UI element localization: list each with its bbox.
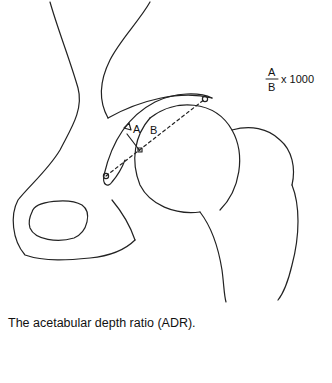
point-label: B	[150, 125, 157, 136]
endpoint-marker	[103, 173, 108, 178]
ischium-edge	[112, 200, 135, 240]
caption: The acetabular depth ratio (ADR).	[8, 316, 196, 330]
fraction-denominator: B	[268, 82, 275, 93]
pelvis-outline	[13, 2, 135, 260]
femoral-head	[150, 105, 240, 210]
line-b	[106, 99, 205, 176]
obturator-foramen	[29, 201, 87, 240]
femoral-head-medial	[135, 118, 200, 213]
femoral-neck-lower	[200, 212, 226, 302]
point-label: A	[133, 124, 140, 135]
femoral-neck-upper	[232, 128, 294, 185]
fraction-numerator: A	[268, 67, 275, 78]
right-angle-marker	[138, 148, 142, 152]
fraction-bar	[266, 79, 278, 80]
greater-trochanter	[278, 185, 298, 300]
acetabular-roof	[104, 94, 212, 175]
formula-factor: x 1000	[281, 74, 314, 85]
endpoint-marker	[202, 96, 207, 101]
ilium-border	[101, 2, 150, 118]
iliac-edge	[108, 95, 212, 118]
marker	[124, 123, 131, 130]
